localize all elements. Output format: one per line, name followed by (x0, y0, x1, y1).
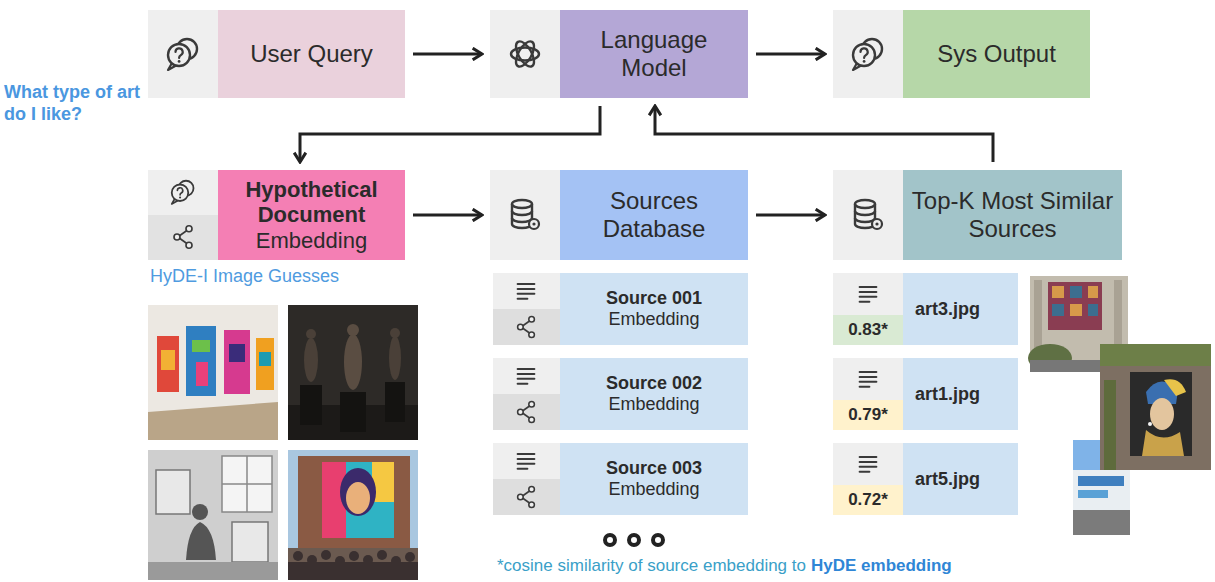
source-kind: Embedding (568, 394, 740, 415)
flow-arrow (655, 106, 993, 162)
icon-cell (493, 443, 560, 515)
similarity-score: 0.83* (833, 315, 903, 345)
source-kind: Embedding (568, 309, 740, 330)
icon-cell (148, 170, 218, 260)
icon-cell: 0.83* (833, 273, 903, 345)
model-box: Language Model (490, 10, 748, 98)
source-box: Source 002Embedding (493, 358, 748, 430)
box-label: Embedding (226, 228, 397, 253)
hyde-box: Hypothetical DocumentEmbedding (148, 170, 405, 260)
icon-cell (493, 358, 560, 430)
similarity-score: 0.72* (833, 485, 903, 515)
query-box: User Query (148, 10, 405, 98)
gallery-image (148, 305, 278, 440)
box-body: Source 003Embedding (560, 443, 748, 515)
database-box: Sources Database (490, 170, 748, 260)
box-body: Sources Database (560, 170, 748, 260)
icon-cell (490, 170, 560, 260)
source-name: Source 002 (568, 373, 740, 394)
footnote-emphasis: HyDE embedding (811, 556, 952, 576)
studio-sketch-image (148, 450, 278, 580)
icon-cells (148, 10, 903, 515)
box-body: Top-K Most Similar Sources (903, 170, 1122, 260)
box-body: Hypothetical DocumentEmbedding (218, 170, 405, 260)
source-kind: Embedding (568, 479, 740, 500)
box-label: Sys Output (911, 40, 1082, 68)
result-box: 0.83* art3.jpg (833, 273, 1018, 345)
result-box: 0.79* art1.jpg (833, 358, 1018, 430)
query-example: What type of art do I like? (4, 82, 144, 125)
box-label: Language Model (568, 26, 740, 81)
section-heading: HyDE-I Image Guesses (150, 266, 339, 288)
pearl-mural-photo (1100, 344, 1211, 470)
icon-cell (490, 10, 560, 98)
museum-image (288, 305, 418, 440)
box-heading: Hypothetical Document (226, 177, 397, 228)
box-body: User Query (218, 10, 405, 98)
box-body: art5.jpg (903, 443, 1018, 515)
flow-arrow (413, 214, 482, 217)
output-box: Sys Output (833, 10, 1090, 98)
icon-cell (148, 10, 218, 98)
source-name: Source 001 (568, 288, 740, 309)
result-box: 0.72* art5.jpg (833, 443, 1018, 515)
box-body: Language Model (560, 10, 748, 98)
box-body: art1.jpg (903, 358, 1018, 430)
box-body: Source 001Embedding (560, 273, 748, 345)
box-body: Source 002Embedding (560, 358, 748, 430)
icon-cell (833, 10, 903, 98)
flow-arrow (300, 106, 600, 162)
box-label: Top-K Most Similar Sources (911, 187, 1114, 242)
ellipsis-dots (605, 535, 663, 545)
box-label: User Query (226, 40, 397, 68)
file-name: art1.jpg (915, 384, 1010, 405)
flow-arrow (413, 53, 482, 56)
icon-cell (493, 273, 560, 345)
source-box: Source 003Embedding (493, 443, 748, 515)
source-box: Source 001Embedding (493, 273, 748, 345)
box-body: art3.jpg (903, 273, 1018, 345)
box-body: Sys Output (903, 10, 1090, 98)
street-mural-image (288, 450, 418, 580)
flow-arrow (756, 214, 825, 217)
icon-cell: 0.72* (833, 443, 903, 515)
box-label: Sources Database (568, 187, 740, 242)
similarity-score: 0.79* (833, 400, 903, 430)
flow-arrow (756, 53, 825, 56)
topk-box: Top-K Most Similar Sources (833, 170, 1122, 260)
footnote: *cosine similarity of source embedding t… (497, 556, 806, 576)
source-name: Source 003 (568, 458, 740, 479)
icon-cell: 0.79* (833, 358, 903, 430)
file-name: art5.jpg (915, 469, 1010, 490)
icon-cell (833, 170, 903, 260)
file-name: art3.jpg (915, 299, 1010, 320)
